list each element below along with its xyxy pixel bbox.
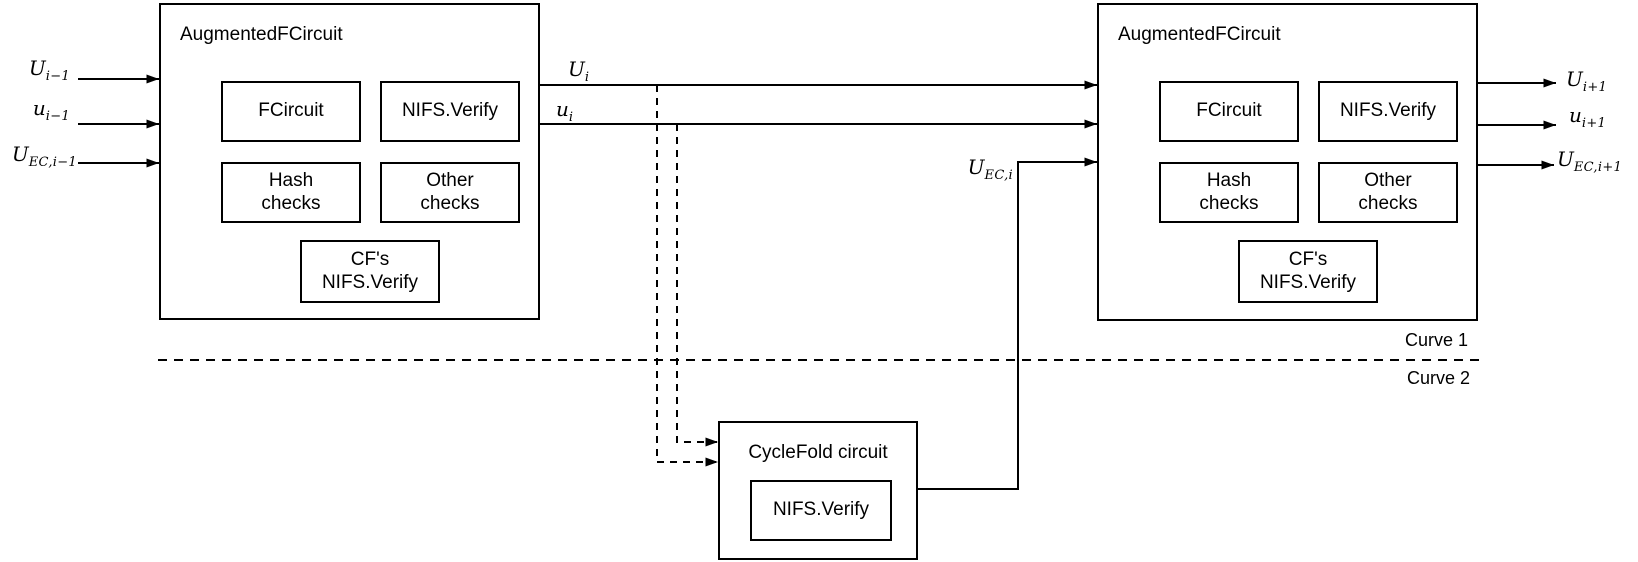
label-U-i-minus-1-base: U bbox=[28, 56, 46, 80]
augmented-fcircuit-right-title: AugmentedFCircuit bbox=[1118, 24, 1281, 45]
label-U-i-sub: i bbox=[584, 70, 590, 85]
label-u-i-sub: i bbox=[568, 110, 574, 125]
label-U-i-plus-1: Ui+1 bbox=[1566, 67, 1607, 95]
label-u-i-minus-1: ui−1 bbox=[8, 96, 70, 124]
label-u-i-plus-1-base: u bbox=[1569, 103, 1582, 127]
label-U-i: Ui bbox=[568, 57, 589, 85]
label-U-i-minus-1: Ui−1 bbox=[8, 56, 70, 84]
label-U-i-minus-1-sub: i−1 bbox=[45, 69, 70, 84]
label-U-EC-i-base: U bbox=[967, 155, 985, 179]
label-u-i-minus-1-sub: i−1 bbox=[45, 109, 70, 124]
label-u-i-plus-1-sub: i+1 bbox=[1581, 116, 1607, 131]
label-U-EC-i-minus-1-base: U bbox=[11, 142, 29, 166]
label-u-i-plus-1: ui+1 bbox=[1569, 103, 1606, 131]
wire-UECi bbox=[918, 157, 1097, 490]
cyclefold-circuit: CycleFold circuit NIFS.Verify bbox=[718, 421, 918, 560]
label-U-EC-i-plus-1-sub: EC,i+1 bbox=[1573, 160, 1623, 175]
label-U-EC-i-minus-1: UEC,i−1 bbox=[0, 142, 77, 170]
label-u-i-base: u bbox=[556, 97, 569, 121]
label-U-i-plus-1-base: U bbox=[1566, 67, 1583, 91]
label-U-EC-i-sub: EC,i bbox=[984, 168, 1013, 183]
nifs-verify-block-cyclefold: NIFS.Verify bbox=[750, 480, 892, 541]
hash-checks-block-left: Hash checks bbox=[221, 162, 361, 223]
curve-2-label: Curve 2 bbox=[1406, 368, 1470, 388]
label-U-i-plus-1-sub: i+1 bbox=[1582, 80, 1608, 95]
label-u-i: ui bbox=[556, 97, 573, 125]
augmented-fcircuit-left: AugmentedFCircuit FCircuit NIFS.Verify H… bbox=[159, 3, 540, 320]
other-checks-block-right: Other checks bbox=[1318, 162, 1458, 223]
augmented-fcircuit-right: AugmentedFCircuit FCircuit NIFS.Verify H… bbox=[1097, 3, 1478, 321]
label-U-EC-i: UEC,i bbox=[935, 155, 1013, 183]
wire-ui-capital-to-cyclefold-dashed bbox=[656, 85, 718, 467]
label-U-EC-i-plus-1: UEC,i+1 bbox=[1557, 147, 1622, 175]
curve-1-label: Curve 1 bbox=[1404, 330, 1468, 350]
fcircuit-block-left: FCircuit bbox=[221, 81, 361, 142]
label-u-i-minus-1-base: u bbox=[32, 96, 46, 120]
hash-checks-block-right: Hash checks bbox=[1159, 162, 1299, 223]
nifs-verify-block-right: NIFS.Verify bbox=[1318, 81, 1458, 142]
cf-nifs-verify-block-right: CF's NIFS.Verify bbox=[1238, 240, 1378, 303]
augmented-fcircuit-left-title: AugmentedFCircuit bbox=[180, 24, 343, 45]
fcircuit-block-right: FCircuit bbox=[1159, 81, 1299, 142]
label-U-i-base: U bbox=[568, 57, 585, 81]
other-checks-block-left: Other checks bbox=[380, 162, 520, 223]
cyclefold-circuit-title: CycleFold circuit bbox=[748, 442, 888, 463]
cf-nifs-verify-block-left: CF's NIFS.Verify bbox=[300, 240, 440, 303]
label-U-EC-i-minus-1-sub: EC,i−1 bbox=[28, 155, 77, 170]
label-U-EC-i-plus-1-base: U bbox=[1557, 147, 1574, 171]
nifs-verify-block-left: NIFS.Verify bbox=[380, 81, 520, 142]
wire-ui-small-to-cyclefold-dashed bbox=[676, 124, 718, 447]
